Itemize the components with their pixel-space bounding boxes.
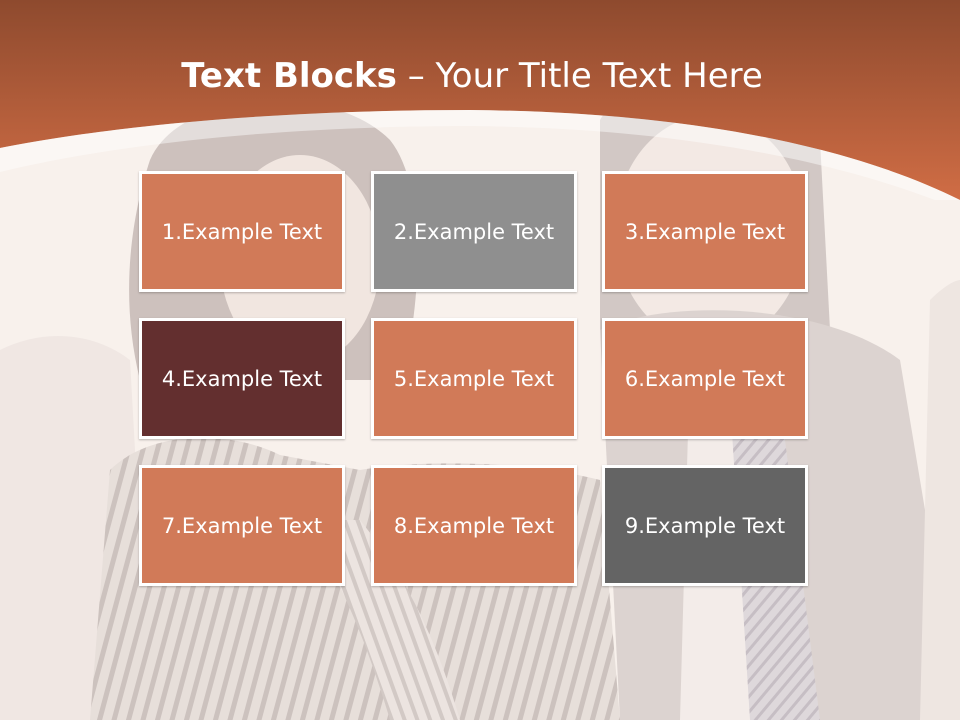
title-rest-text: Your Title Text Here bbox=[435, 56, 763, 96]
text-block-label: 6.Example Text bbox=[624, 366, 786, 391]
text-block-2[interactable]: 2.Example Text bbox=[371, 171, 577, 292]
text-block-label: 5.Example Text bbox=[393, 366, 555, 391]
text-block-label: 1.Example Text bbox=[161, 219, 323, 244]
text-block-3[interactable]: 3.Example Text bbox=[602, 171, 808, 292]
text-block-6[interactable]: 6.Example Text bbox=[602, 318, 808, 439]
header-band bbox=[0, 0, 960, 210]
text-block-label: 4.Example Text bbox=[161, 366, 323, 391]
text-block-1[interactable]: 1.Example Text bbox=[139, 171, 345, 292]
title-separator: – bbox=[396, 56, 436, 96]
slide-title: Text Blocks – Your Title Text Here bbox=[0, 52, 944, 100]
text-block-label: 8.Example Text bbox=[393, 513, 555, 538]
text-block-label: 7.Example Text bbox=[161, 513, 323, 538]
text-block-label: 3.Example Text bbox=[624, 219, 786, 244]
text-block-label: 2.Example Text bbox=[393, 219, 555, 244]
text-block-5[interactable]: 5.Example Text bbox=[371, 318, 577, 439]
text-block-label: 9.Example Text bbox=[624, 513, 786, 538]
text-block-4[interactable]: 4.Example Text bbox=[139, 318, 345, 439]
title-bold-text: Text Blocks bbox=[181, 56, 397, 96]
text-block-9[interactable]: 9.Example Text bbox=[602, 465, 808, 586]
text-block-8[interactable]: 8.Example Text bbox=[371, 465, 577, 586]
text-block-7[interactable]: 7.Example Text bbox=[139, 465, 345, 586]
